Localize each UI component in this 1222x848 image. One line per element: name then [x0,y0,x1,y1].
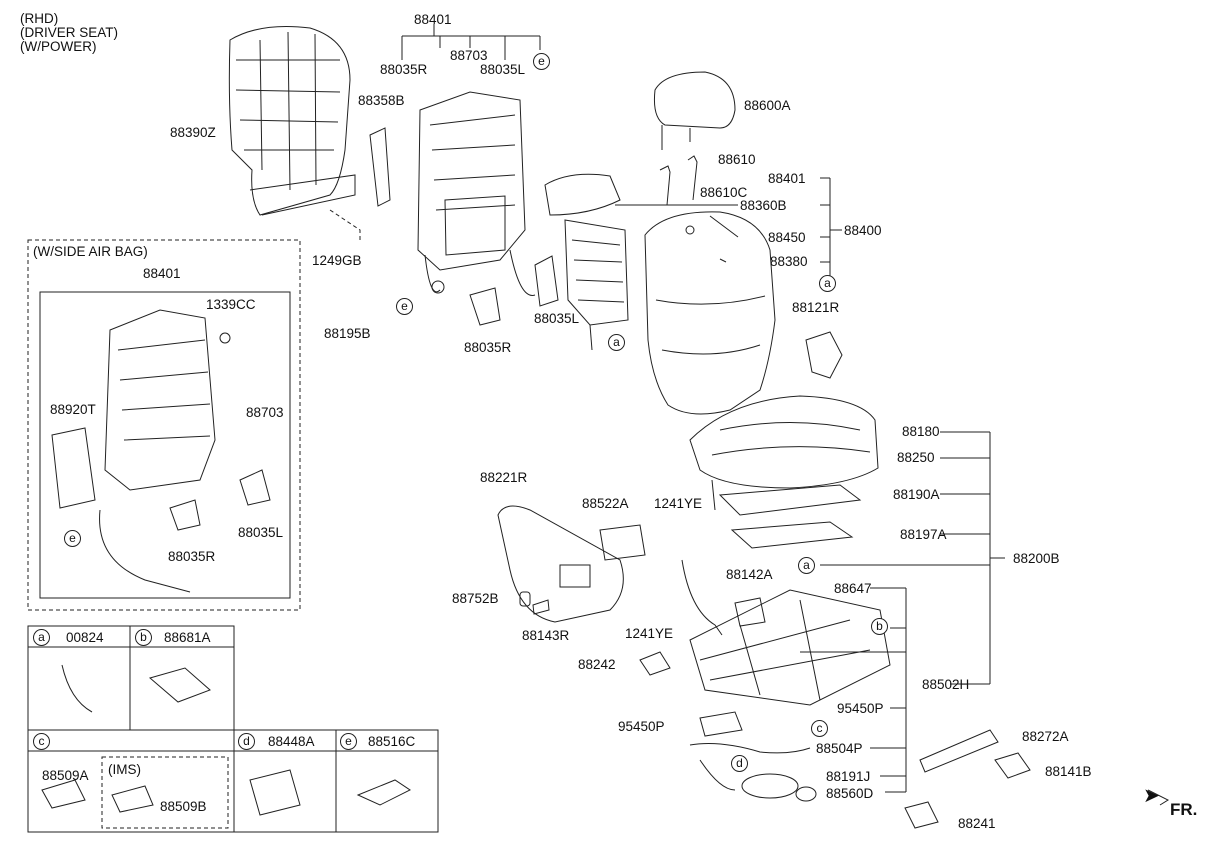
part-label-88380: 88380 [770,254,808,269]
part-label-88560D: 88560D [826,786,874,801]
sab-label-88703: 88703 [246,405,284,420]
part-label-88142A: 88142A [726,567,773,582]
part-label-88450: 88450 [768,230,806,245]
part-label-88195B: 88195B [324,326,371,341]
part-label-88400: 88400 [844,223,882,238]
legend-c-circle: c [33,733,50,750]
header-line-2: (DRIVER SEAT) [20,25,119,40]
part-label-88035L-mid: 88035L [534,311,580,326]
header-line-3: (W/POWER) [20,39,97,54]
part-label-88360B: 88360B [740,198,787,213]
legend-b-circle: b [135,629,152,646]
part-label-88390Z: 88390Z [170,125,216,140]
part-label-88502H: 88502H [922,677,970,692]
part-label-88180: 88180 [902,424,940,439]
legend-d-circle: d [238,733,255,750]
legend-e-code: 88516C [368,734,416,749]
legend-d-code: 88448A [268,734,315,749]
front-arrow-icon: ➤ [1143,785,1160,807]
callout-c: c [811,720,828,737]
part-label-88703-top: 88703 [450,48,488,63]
part-label-88504P: 88504P [816,741,863,756]
part-label-1241YE-b: 1241YE [625,626,674,641]
header-line-1: (RHD) [20,11,59,26]
callout-e-mid: e [396,298,413,315]
part-label-88197A: 88197A [900,527,947,542]
callout-e-sab: e [64,530,81,547]
callout-a-right: a [819,275,836,292]
callout-b: b [871,618,888,635]
legend-c-part2: 88509B [160,799,207,814]
part-label-88401-top: 88401 [414,12,452,27]
sab-label-88920T: 88920T [50,402,96,417]
part-label-88272A: 88272A [1022,729,1069,744]
part-label-95450P-left: 95450P [618,719,665,734]
part-label-88242: 88242 [578,657,616,672]
sab-label-1339CC: 1339CC [206,297,256,312]
part-label-88358B: 88358B [358,93,405,108]
part-label-88191J: 88191J [826,769,871,784]
part-label-88143R: 88143R [522,628,570,643]
part-label-88752B: 88752B [452,591,499,606]
side-airbag-title: (W/SIDE AIR BAG) [33,244,148,259]
part-label-88647: 88647 [834,581,872,596]
callout-e-top: e [533,53,550,70]
part-label-88241: 88241 [958,816,996,831]
part-label-88600A: 88600A [744,98,791,113]
legend-c-part1: 88509A [42,768,89,783]
part-label-88221R: 88221R [480,470,528,485]
part-label-88610: 88610 [718,152,756,167]
part-label-88121R: 88121R [792,300,840,315]
legend-a-circle: a [33,629,50,646]
part-label-88035R-mid: 88035R [464,340,512,355]
callout-a-low: a [798,557,815,574]
legend-e-circle: e [340,733,357,750]
legend-b-code: 88681A [164,630,211,645]
sab-label-88035L: 88035L [238,525,284,540]
part-label-88610C: 88610C [700,185,748,200]
part-label-95450P-right: 95450P [837,701,884,716]
part-label-88200B: 88200B [1013,551,1060,566]
part-label-88141B: 88141B [1045,764,1092,779]
sab-label-88035R: 88035R [168,549,216,564]
part-label-88190A: 88190A [893,487,940,502]
part-label-88401-right: 88401 [768,171,806,186]
part-label-1249GB: 1249GB [312,253,362,268]
legend-c-ims: (IMS) [108,762,141,777]
part-label-88035R-top: 88035R [380,62,428,77]
callout-a-mid: a [608,334,625,351]
callout-d: d [731,755,748,772]
part-label-1241YE-a: 1241YE [654,496,703,511]
part-label-88035L-top: 88035L [480,62,526,77]
front-direction-label: FR. [1170,800,1198,819]
part-label-88522A: 88522A [582,496,629,511]
part-label-88250: 88250 [897,450,935,465]
sab-label-88401: 88401 [143,266,181,281]
legend-a-code: 00824 [66,630,104,645]
